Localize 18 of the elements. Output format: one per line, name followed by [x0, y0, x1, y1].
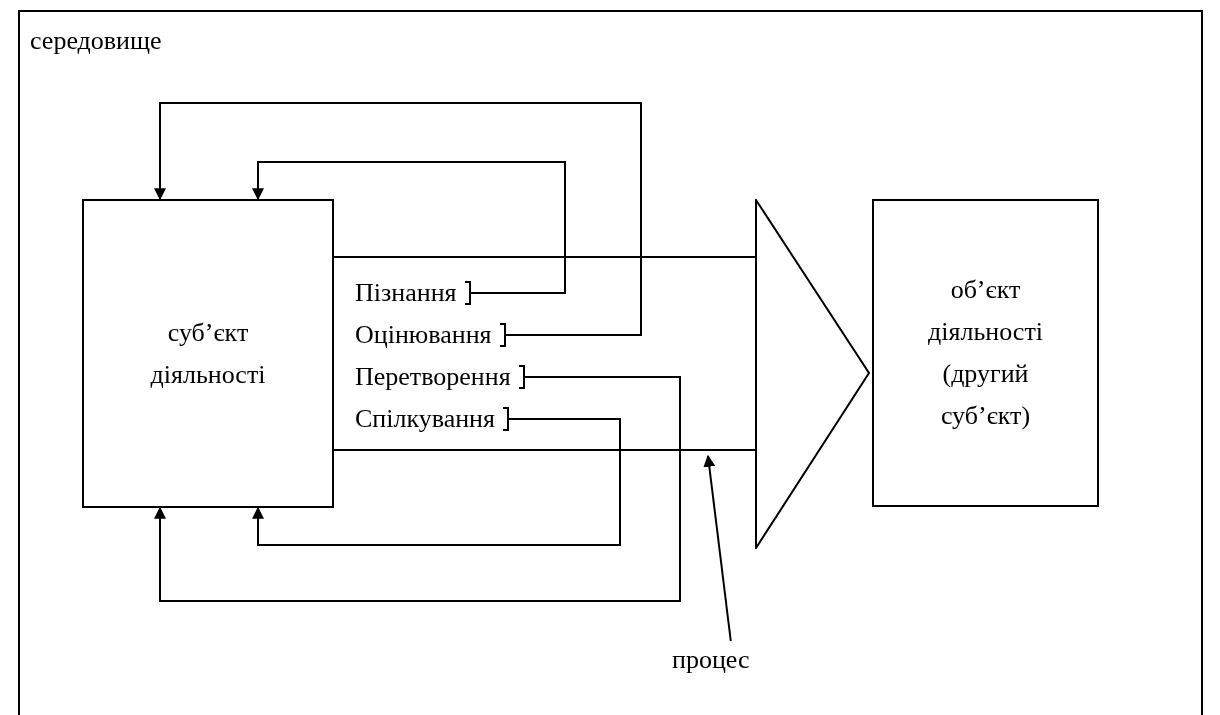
connector-line: [154, 376, 681, 602]
environment-frame: [18, 10, 1203, 715]
connector-line: [333, 449, 756, 451]
leader-arrow: [703, 454, 732, 642]
process-box: [872, 199, 1099, 507]
activity-label: Перетворення: [355, 362, 511, 392]
connector-line: [252, 418, 621, 546]
connector-line: [154, 102, 642, 336]
frame-heading: середовище: [30, 26, 162, 56]
activity-label: Пізнання: [355, 278, 457, 308]
box-label: суб’єкт діяльності: [149, 316, 267, 391]
activity-label: Оцінювання: [355, 320, 492, 350]
connector-line: [333, 256, 756, 258]
process-label: процес: [672, 645, 750, 674]
connector-line: [252, 161, 566, 294]
box-label: об’єкт діяльності (другий суб’єкт): [927, 274, 1044, 432]
activity-label: Спілкування: [355, 404, 495, 434]
process-box: [82, 199, 334, 508]
